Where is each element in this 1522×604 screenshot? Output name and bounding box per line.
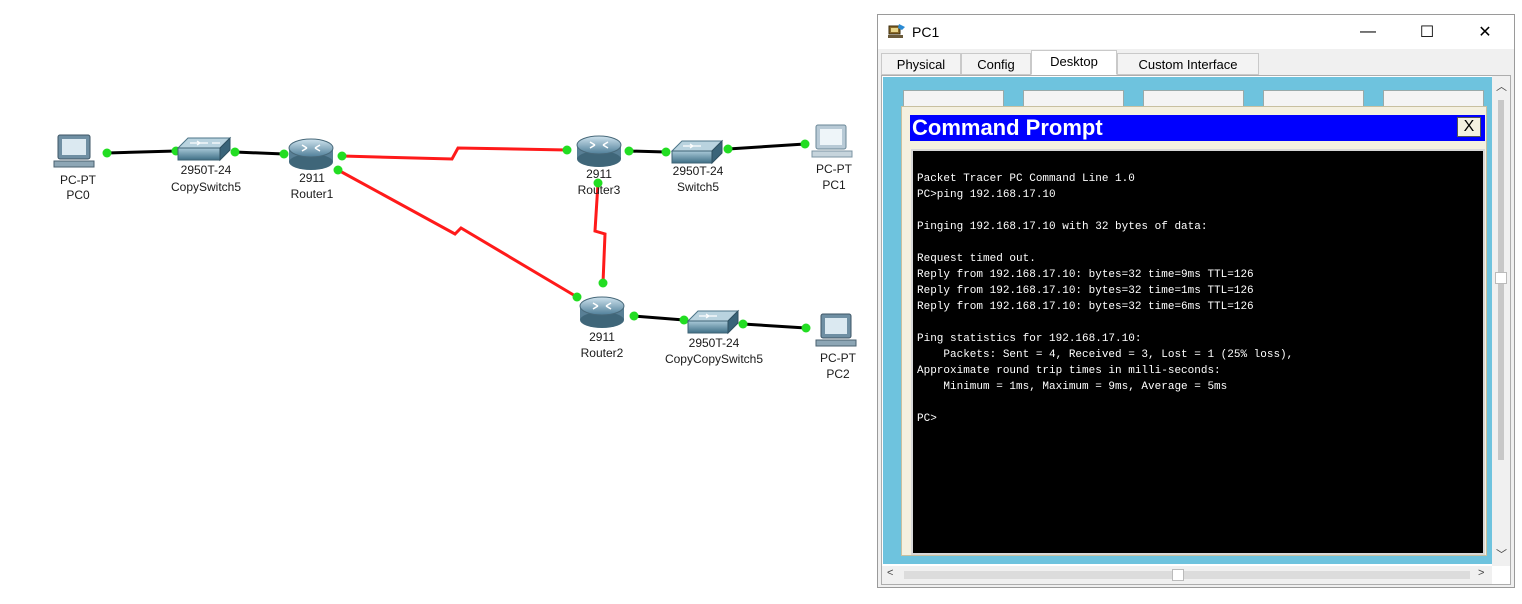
scroll-up-icon[interactable]: ︿ <box>1496 81 1507 93</box>
scroll-left-icon[interactable]: < <box>887 567 894 579</box>
command-prompt-titlebar: Command Prompt X <box>910 115 1485 141</box>
links <box>106 142 807 330</box>
pc-icon <box>811 124 853 158</box>
terminal-output[interactable]: Packet Tracer PC Command Line 1.0 PC>pin… <box>911 149 1485 555</box>
device-pc1[interactable]: PC-PT PC1 <box>811 124 853 192</box>
close-icon: ✕ <box>1478 24 1492 41</box>
device-name-label: Router2 <box>581 346 624 360</box>
tab-custom-interface[interactable]: Custom Interface <box>1117 53 1259 75</box>
device-name-label: PC2 <box>826 367 850 381</box>
desktop-area: Command Prompt X Packet Tracer PC Comman… <box>883 77 1493 564</box>
command-prompt-title: Command Prompt <box>912 115 1103 140</box>
link-router2-copycopyswitch5[interactable] <box>633 314 685 322</box>
scroll-down-icon[interactable]: ﹀ <box>1496 549 1507 561</box>
device-copyswitch5[interactable]: 2950T-24 CopySwitch5 <box>171 136 241 194</box>
maximize-button[interactable]: ☐ <box>1398 15 1456 49</box>
pc-icon <box>815 313 857 347</box>
pc1-device-window[interactable]: PC1 — ☐ ✕ Physical Config Desktop Custom… <box>877 14 1515 588</box>
horizontal-scrollbar[interactable]: < > <box>882 566 1492 584</box>
device-model-label: PC-PT <box>816 162 853 176</box>
vertical-scroll-marker <box>1495 272 1507 284</box>
minimize-button[interactable]: — <box>1339 15 1397 49</box>
device-model-label: PC-PT <box>60 173 97 187</box>
horizontal-scroll-marker <box>1172 569 1184 581</box>
tab-config[interactable]: Config <box>961 53 1031 75</box>
device-name-label: Router1 <box>291 187 334 201</box>
link-router1-router3[interactable] <box>341 146 568 161</box>
router-icon <box>288 138 334 170</box>
device-name-label: PC0 <box>66 188 90 202</box>
minimize-icon: — <box>1360 23 1376 40</box>
router-icon <box>576 135 622 167</box>
link-router1-router2[interactable] <box>337 168 578 299</box>
device-router1[interactable]: 2911 Router1 <box>288 138 334 201</box>
tab-physical[interactable]: Physical <box>881 53 961 75</box>
command-prompt-app: Command Prompt X Packet Tracer PC Comman… <box>901 106 1487 556</box>
desktop-panel: Command Prompt X Packet Tracer PC Comman… <box>881 75 1511 585</box>
command-prompt-close-button[interactable]: X <box>1457 117 1481 137</box>
switch-icon <box>686 309 740 335</box>
device-router2[interactable]: 2911 Router2 <box>579 296 625 360</box>
device-model-label: 2911 <box>299 171 325 185</box>
maximize-icon: ☐ <box>1419 24 1435 41</box>
device-model-label: 2911 <box>586 167 612 181</box>
vertical-scrollbar[interactable]: ︿ ﹀ <box>1492 76 1510 566</box>
device-model-label: 2950T-24 <box>673 164 724 178</box>
link-switch5-pc1[interactable] <box>727 142 806 151</box>
device-router3[interactable]: 2911 Router3 <box>576 135 622 197</box>
close-button[interactable]: ✕ <box>1456 15 1514 49</box>
switch-icon <box>176 136 232 162</box>
link-router3-switch5[interactable] <box>628 149 667 154</box>
device-name-label: Router3 <box>578 183 621 197</box>
router-icon <box>579 296 625 328</box>
device-model-label: 2950T-24 <box>181 163 232 177</box>
device-name-label: CopySwitch5 <box>171 180 241 194</box>
scroll-right-icon[interactable]: > <box>1478 567 1485 579</box>
device-name-label: Switch5 <box>677 180 719 194</box>
device-copycopyswitch5[interactable]: 2950T-24 CopyCopySwitch5 <box>665 309 763 366</box>
link-ports <box>102 139 811 333</box>
link-pc0-copyswitch5[interactable] <box>106 149 177 155</box>
device-model-label: PC-PT <box>820 351 857 365</box>
link-copyswitch5-router1[interactable] <box>234 150 285 156</box>
device-tabs: Physical Config Desktop Custom Interface <box>881 50 1511 76</box>
packet-tracer-pc-icon <box>888 24 905 38</box>
device-pc2[interactable]: PC-PT PC2 <box>815 313 857 381</box>
tab-desktop[interactable]: Desktop <box>1031 50 1117 75</box>
link-copycopyswitch5-pc2[interactable] <box>742 322 807 330</box>
network-topology-canvas[interactable]: PC-PT PC0 2950T-24 CopySwitch5 2911 Rout… <box>0 0 875 604</box>
device-model-label: 2950T-24 <box>689 336 740 350</box>
link-router3-router2[interactable] <box>593 182 607 284</box>
horizontal-scroll-thumb[interactable] <box>904 571 1470 579</box>
device-name-label: PC1 <box>822 178 846 192</box>
terminal-text: Packet Tracer PC Command Line 1.0 PC>pin… <box>917 173 1294 425</box>
device-switch5[interactable]: 2950T-24 Switch5 <box>670 139 724 194</box>
switch-icon <box>670 139 724 165</box>
pc-icon <box>53 134 95 168</box>
device-pc0[interactable]: PC-PT PC0 <box>53 134 97 202</box>
window-titlebar[interactable]: PC1 — ☐ ✕ <box>878 15 1514 49</box>
device-model-label: 2911 <box>589 330 615 344</box>
window-title: PC1 <box>912 24 940 40</box>
device-name-label: CopyCopySwitch5 <box>665 352 763 366</box>
